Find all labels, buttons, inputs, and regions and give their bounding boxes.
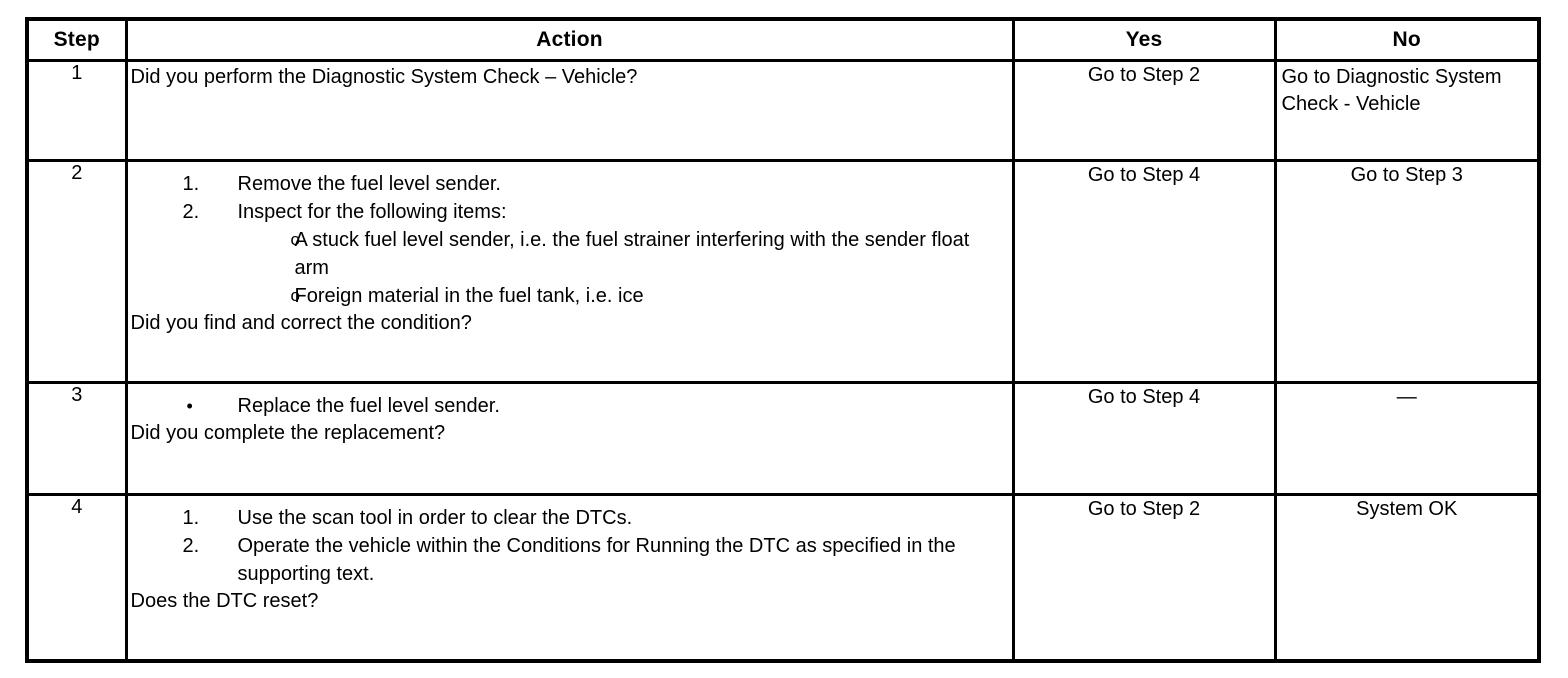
list-item: 1. Remove the fuel level sender. bbox=[131, 170, 1008, 198]
table-row: 1 Did you perform the Diagnostic System … bbox=[25, 59, 1541, 162]
action-numbered-list: 1. Use the scan tool in order to clear t… bbox=[131, 504, 1008, 588]
yes-answer-text: Go to Step 2 bbox=[1087, 498, 1201, 520]
circle-bullet-icon: o bbox=[290, 286, 300, 305]
circle-bullet-icon: o bbox=[290, 230, 300, 249]
action-question-text: Does the DTC reset? bbox=[130, 590, 319, 612]
no-answer-cell: Go to Diagnostic System Check - Vehicle bbox=[1273, 59, 1541, 162]
list-item: 2. Inspect for the following items: o A … bbox=[131, 198, 1008, 310]
action-numbered-list: 1. Remove the fuel level sender. 2. Insp… bbox=[131, 170, 1008, 310]
column-header-step: Step bbox=[25, 17, 128, 62]
column-header-yes: Yes bbox=[1011, 17, 1277, 62]
yes-answer-text: Go to Step 2 bbox=[1087, 64, 1201, 86]
action-lead-text: Did you perform the Diagnostic System Ch… bbox=[130, 66, 638, 88]
action-cell: Did you perform the Diagnostic System Ch… bbox=[124, 59, 1015, 162]
list-item: • Replace the fuel level sender. bbox=[131, 392, 1008, 420]
step-number: 3 bbox=[25, 381, 128, 496]
action-cell: 1. Use the scan tool in order to clear t… bbox=[124, 493, 1015, 662]
step-number: 2 bbox=[25, 159, 128, 384]
action-sub-list: o A stuck fuel level sender, i.e. the fu… bbox=[238, 226, 1008, 310]
yes-answer-text: Go to Step 4 bbox=[1087, 164, 1201, 186]
no-answer-text: Go to Step 3 bbox=[1350, 164, 1463, 186]
no-answer-cell: System OK bbox=[1273, 493, 1541, 662]
yes-answer-cell: Go to Step 2 bbox=[1011, 493, 1277, 662]
no-answer-text: Go to Diagnostic System Check - Vehicle bbox=[1281, 66, 1502, 115]
column-header-action: Action bbox=[124, 17, 1015, 62]
list-item: 1. Use the scan tool in order to clear t… bbox=[131, 504, 1008, 532]
column-header-no: No bbox=[1273, 17, 1541, 62]
list-item: 2. Operate the vehicle within the Condit… bbox=[131, 532, 1008, 588]
diagnostic-procedure-table: Step Action Yes No 1 Did you perform the… bbox=[25, 17, 1541, 663]
yes-answer-cell: Go to Step 4 bbox=[1011, 159, 1277, 384]
no-answer-text: System OK bbox=[1356, 498, 1458, 520]
yes-answer-cell: Go to Step 4 bbox=[1011, 381, 1277, 496]
no-answer-cell: Go to Step 3 bbox=[1273, 159, 1541, 384]
no-answer-cell: — bbox=[1273, 381, 1541, 496]
list-item-text: Operate the vehicle within the Condition… bbox=[237, 535, 956, 585]
table-row: 3 • Replace the fuel level sender. Did y… bbox=[25, 381, 1541, 496]
list-marker: 1. bbox=[182, 507, 200, 529]
no-answer-text: — bbox=[1396, 386, 1417, 408]
step-number: 4 bbox=[25, 493, 128, 662]
step-number: 1 bbox=[25, 59, 128, 162]
table-row: 4 1. Use the scan tool in order to clear… bbox=[25, 493, 1541, 662]
list-item-text: Remove the fuel level sender. bbox=[237, 173, 502, 195]
action-cell: 1. Remove the fuel level sender. 2. Insp… bbox=[124, 159, 1015, 384]
sub-list-item-text: A stuck fuel level sender, i.e. the fuel… bbox=[294, 229, 970, 279]
table-header-row: Step Action Yes No bbox=[25, 17, 1541, 62]
list-marker: 1. bbox=[182, 173, 200, 195]
list-item-text: Inspect for the following items: bbox=[237, 201, 507, 223]
list-marker: 2. bbox=[182, 535, 200, 557]
list-item-text: Replace the fuel level sender. bbox=[237, 395, 500, 417]
sub-list-item: o A stuck fuel level sender, i.e. the fu… bbox=[238, 226, 1008, 282]
yes-answer-cell: Go to Step 2 bbox=[1011, 59, 1277, 162]
yes-answer-text: Go to Step 4 bbox=[1087, 386, 1201, 408]
action-cell: • Replace the fuel level sender. Did you… bbox=[124, 381, 1015, 496]
table-row: 2 1. Remove the fuel level sender. 2. In… bbox=[25, 159, 1541, 384]
dot-bullet-icon: • bbox=[186, 396, 193, 416]
action-question-text: Did you complete the replacement? bbox=[130, 422, 446, 444]
sub-list-item: o Foreign material in the fuel tank, i.e… bbox=[238, 282, 1008, 310]
action-question-text: Did you find and correct the condition? bbox=[130, 312, 472, 334]
sub-list-item-text: Foreign material in the fuel tank, i.e. … bbox=[294, 285, 644, 307]
list-marker: 2. bbox=[182, 201, 200, 223]
list-item-text: Use the scan tool in order to clear the … bbox=[237, 507, 633, 529]
action-bullet-list: • Replace the fuel level sender. bbox=[131, 392, 1008, 420]
